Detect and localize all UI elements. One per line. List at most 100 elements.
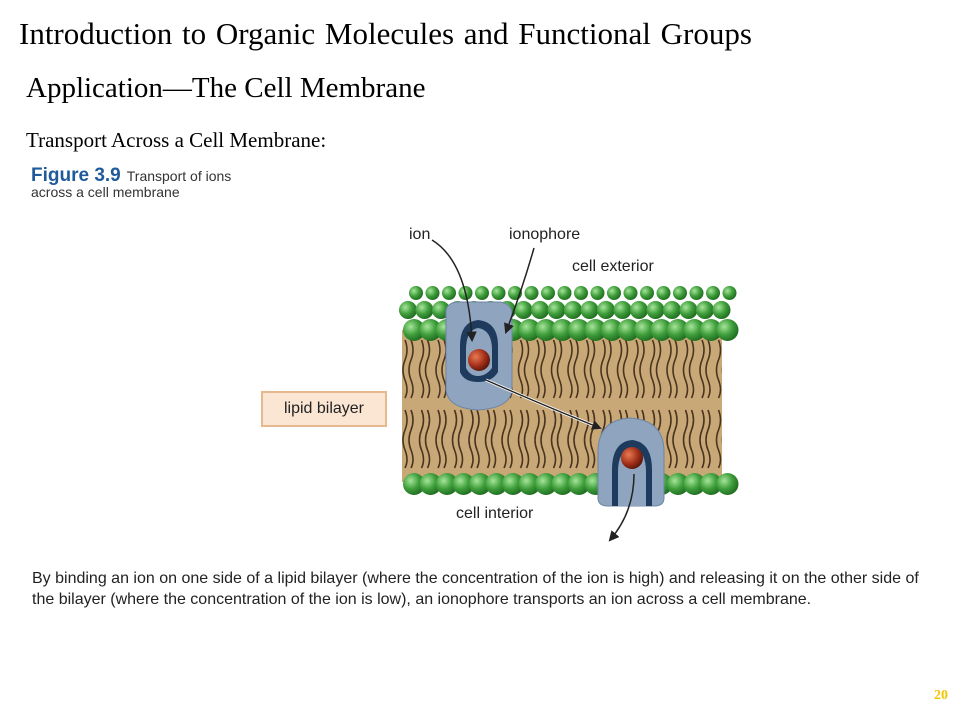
lipid-head xyxy=(436,473,458,495)
lipid-head xyxy=(706,286,720,300)
lipid-head xyxy=(557,286,572,300)
lipid-tail xyxy=(517,339,524,399)
lipid-head xyxy=(469,473,491,495)
lipid-head xyxy=(683,473,706,495)
lipid-head xyxy=(722,286,737,300)
lipid-tail xyxy=(484,409,491,469)
lipid-tail xyxy=(721,436,722,444)
lipid-head xyxy=(452,473,475,495)
lipid-head xyxy=(551,473,574,495)
lipid-head xyxy=(547,301,566,319)
lipid-head xyxy=(425,286,440,300)
lipid-head xyxy=(584,319,607,341)
lipid-tail xyxy=(474,409,480,469)
lipid-tail xyxy=(721,366,722,374)
lipid-head xyxy=(663,301,681,319)
section-heading: Transport Across a Cell Membrane: xyxy=(26,128,327,152)
lipid-tail xyxy=(540,339,546,399)
lipid-head xyxy=(551,319,574,341)
lipid-head xyxy=(491,286,506,300)
lipid-tail xyxy=(666,409,672,469)
lipid-head xyxy=(716,473,739,495)
lipid-tail xyxy=(672,409,678,469)
lipid-tail xyxy=(666,339,672,399)
lipid-head xyxy=(564,301,582,319)
lipid-head xyxy=(419,473,442,495)
lipid-head xyxy=(442,286,456,300)
lipid-head xyxy=(514,301,533,319)
ion-release-arrow xyxy=(608,473,635,542)
lipid-head xyxy=(399,301,417,319)
lipid-head xyxy=(518,319,541,341)
lipid-tail xyxy=(649,339,656,399)
ionophore-lower xyxy=(597,417,665,507)
lipid-tail xyxy=(441,409,447,469)
lipid-tail xyxy=(402,339,408,399)
lipid-head xyxy=(535,473,557,495)
lipid-tail xyxy=(408,339,414,399)
lipid-tail xyxy=(622,339,629,399)
lipid-head xyxy=(541,286,555,300)
lipid-head xyxy=(415,301,434,319)
ionophore-label: ionophore xyxy=(509,226,581,243)
lipid-tail xyxy=(600,339,606,399)
transport-arrow-line xyxy=(485,379,602,430)
lipid-tail xyxy=(556,409,563,469)
lipid-head xyxy=(419,319,442,341)
lipid-tail xyxy=(418,339,425,399)
lipid-head xyxy=(580,301,599,319)
ion-upper xyxy=(468,349,490,371)
slide-number: 20 xyxy=(934,688,948,703)
lipid-tail xyxy=(715,409,722,469)
ionophore-pointer-arrow xyxy=(504,247,535,334)
lipid-head xyxy=(601,319,623,341)
cell-interior-label: cell interior xyxy=(456,505,534,522)
lipid-tail xyxy=(567,409,573,469)
lipid-head xyxy=(630,301,648,319)
lipid-head xyxy=(623,286,638,300)
lipid-tail xyxy=(550,339,557,399)
lipid-head xyxy=(716,319,739,341)
lipid-head xyxy=(656,286,671,300)
lipid-head xyxy=(634,319,656,341)
lipid-head xyxy=(568,473,590,495)
lipid-tail xyxy=(468,409,474,469)
lipid-head xyxy=(700,319,722,341)
lipid-tail xyxy=(583,339,590,399)
lipid-tail xyxy=(540,409,546,469)
lipid-head xyxy=(597,301,615,319)
lipid-tail xyxy=(682,409,689,469)
lipid-tail xyxy=(682,339,689,399)
lipid-tail xyxy=(705,339,711,399)
lipid-head xyxy=(574,286,588,300)
lipid-head xyxy=(485,473,508,495)
lipid-tail xyxy=(490,409,497,469)
lipid-head xyxy=(535,319,557,341)
lipid-tail xyxy=(523,339,530,399)
lipid-tail xyxy=(573,339,579,399)
lipid-head xyxy=(667,319,689,341)
lipid-tail xyxy=(435,409,441,469)
lipid-tail xyxy=(606,339,612,399)
slide-subtitle: Application—The Cell Membrane xyxy=(26,72,426,104)
lipid-head xyxy=(679,301,698,319)
lipid-tail xyxy=(589,409,596,469)
lipid-tail xyxy=(418,409,425,469)
lipid-tail xyxy=(688,339,695,399)
lipid-tail xyxy=(517,409,524,469)
lipid-tail xyxy=(556,339,563,399)
lipid-tail xyxy=(534,409,540,469)
lipid-tail xyxy=(457,409,464,469)
lipid-tail xyxy=(402,409,408,469)
lipid-tail xyxy=(583,409,590,469)
lipid-tail xyxy=(616,339,623,399)
lipid-head xyxy=(700,473,722,495)
lipid-head xyxy=(518,473,541,495)
lipid-tail xyxy=(424,339,431,399)
lipid-tail xyxy=(655,339,662,399)
lipid-tail xyxy=(699,339,705,399)
lipid-tail xyxy=(501,409,507,469)
lipid-head xyxy=(409,286,423,300)
lipid-head xyxy=(502,473,524,495)
